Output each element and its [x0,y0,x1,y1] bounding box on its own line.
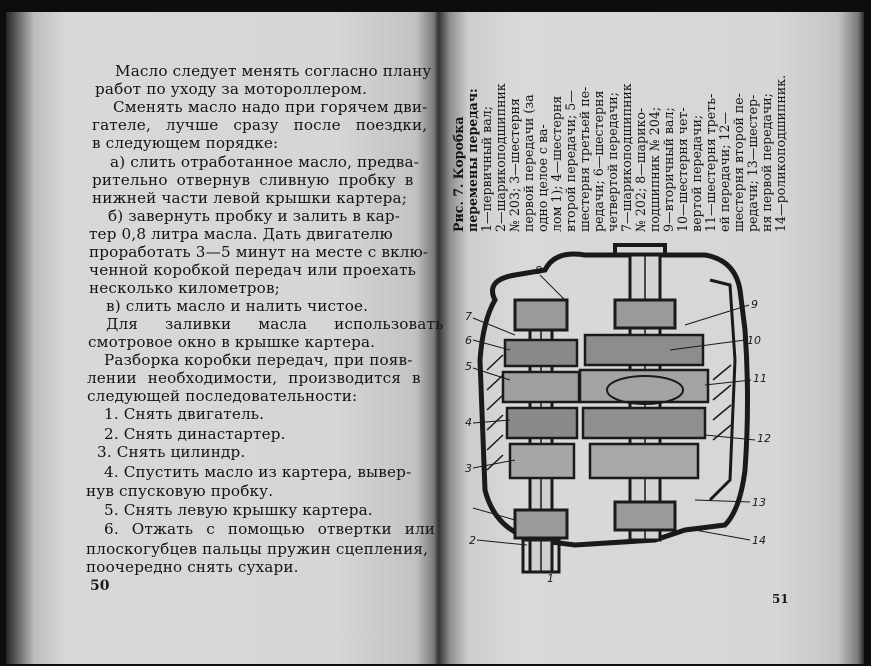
figure-label: 13 [752,496,766,509]
caption-line: 14—роликоподшипник. [773,75,788,232]
figure-label: 2 [469,534,476,547]
caption-line: вертой передачи; [689,114,704,232]
right-page-number: 51 [772,592,789,606]
text-line: гателе, лучше сразу после поездки, [92,116,428,134]
text-line: ченной коробкой передач или проехать [89,261,417,279]
text-line: а) слить отработанное масло, предва- [110,153,419,171]
caption-line: 9—вторичный вал; [661,107,676,232]
caption-line: № 202; 8—шарико- [633,107,648,232]
text-line: Для заливки масла использовать [106,315,444,333]
text-line: проработать 3—5 минут на месте с вклю- [89,243,429,261]
text-line: нув спусковую пробку. [86,482,274,500]
figure-label: 4 [465,416,472,429]
figure-label: 9 [751,298,758,311]
caption-line: четвертой передачи; [605,92,620,232]
caption-line: второй передачи; 5— [563,90,578,232]
figure-label: 3 [465,462,472,475]
caption-line: шестерня второй пе- [731,93,746,232]
text-line: Масло следует менять согласно плану [115,62,432,80]
caption-line: лом 1); 4—шестерня [549,95,564,232]
text-line: рительно отвернув сливную пробку в [92,171,414,189]
text-line: 1. Снять двигатель. [104,405,265,423]
text-line: 6. Отжать с помощью отвертки или [104,520,436,538]
text-line: следующей последовательности: [87,387,358,405]
figure-label: 11 [753,372,767,385]
text-line: Разборка коробки передач, при появ- [104,351,413,369]
text-line: 5. Снять левую крышку картера. [104,501,373,519]
text-line: б) завернуть пробку и залить в кар- [108,207,401,225]
text-line: в) слить масло и налить чистое. [106,297,369,315]
text-line: тер 0,8 литра масла. Дать двигателю [89,225,393,243]
caption-line: одно целое с ва- [535,124,550,232]
text-line: смотровое окно в крышке картера. [88,333,376,351]
caption-line: ей передачи; 12— [717,111,732,232]
caption-line: первой передачи (за [521,94,536,232]
text-line: 4. Спустить масло из картера, вывер- [104,463,412,481]
figure-label: 5 [465,360,472,373]
figure-label: 10 [747,334,761,347]
figure-label: 14 [752,534,766,547]
caption-line: 1—первичный вал; [479,106,494,232]
text-line: нижней части левой крышки картера; [92,189,408,207]
gearbox-figure: 8 7 6 5 4 3 2 9 10 11 12 13 14 1 [465,243,771,585]
caption-line: № 203; 3—шестерня [507,98,522,232]
left-page [6,12,438,664]
text-line: Сменять масло надо при горячем дви- [113,98,428,116]
caption-line: ня первой передачи; [759,93,774,232]
left-page-number: 50 [90,578,110,594]
text-line: поочередно снять сухари. [86,558,299,576]
figure-label: 7 [465,310,472,323]
caption-line: редачи; 6—шестерня [591,90,606,232]
figure-label: 6 [465,334,472,347]
text-line: 2. Снять династартер. [104,425,286,443]
text-line: лении необходимости, производится в [87,369,421,387]
text-line: 3. Снять цилиндр. [97,443,246,461]
caption-line: подшипник № 204; [647,106,662,232]
caption-line: 11—шестерня треть- [703,93,718,232]
figure-label: 1 [547,572,554,585]
text-line: плоскогубцев пальцы пружин сцепления, [86,540,429,558]
text-line: в следующем порядке: [92,134,279,152]
caption-line: перемены передач: [465,88,480,232]
caption-line: Рис. 7. Коробка [451,116,466,233]
text-line: работ по уходу за мотороллером. [95,80,368,98]
caption-line: шестерня третьей пе- [577,86,592,232]
caption-line: 2—шарикоподшипник [493,83,508,232]
text-line: несколько километров; [89,279,280,297]
figure-label: 8 [535,264,542,277]
caption-line: редачи; 13—шестер- [745,94,760,232]
caption-line: 10—шестерня чет- [675,107,690,232]
caption-line: 7—шарикоподшипник [619,83,634,232]
figure-label: 12 [757,432,771,445]
